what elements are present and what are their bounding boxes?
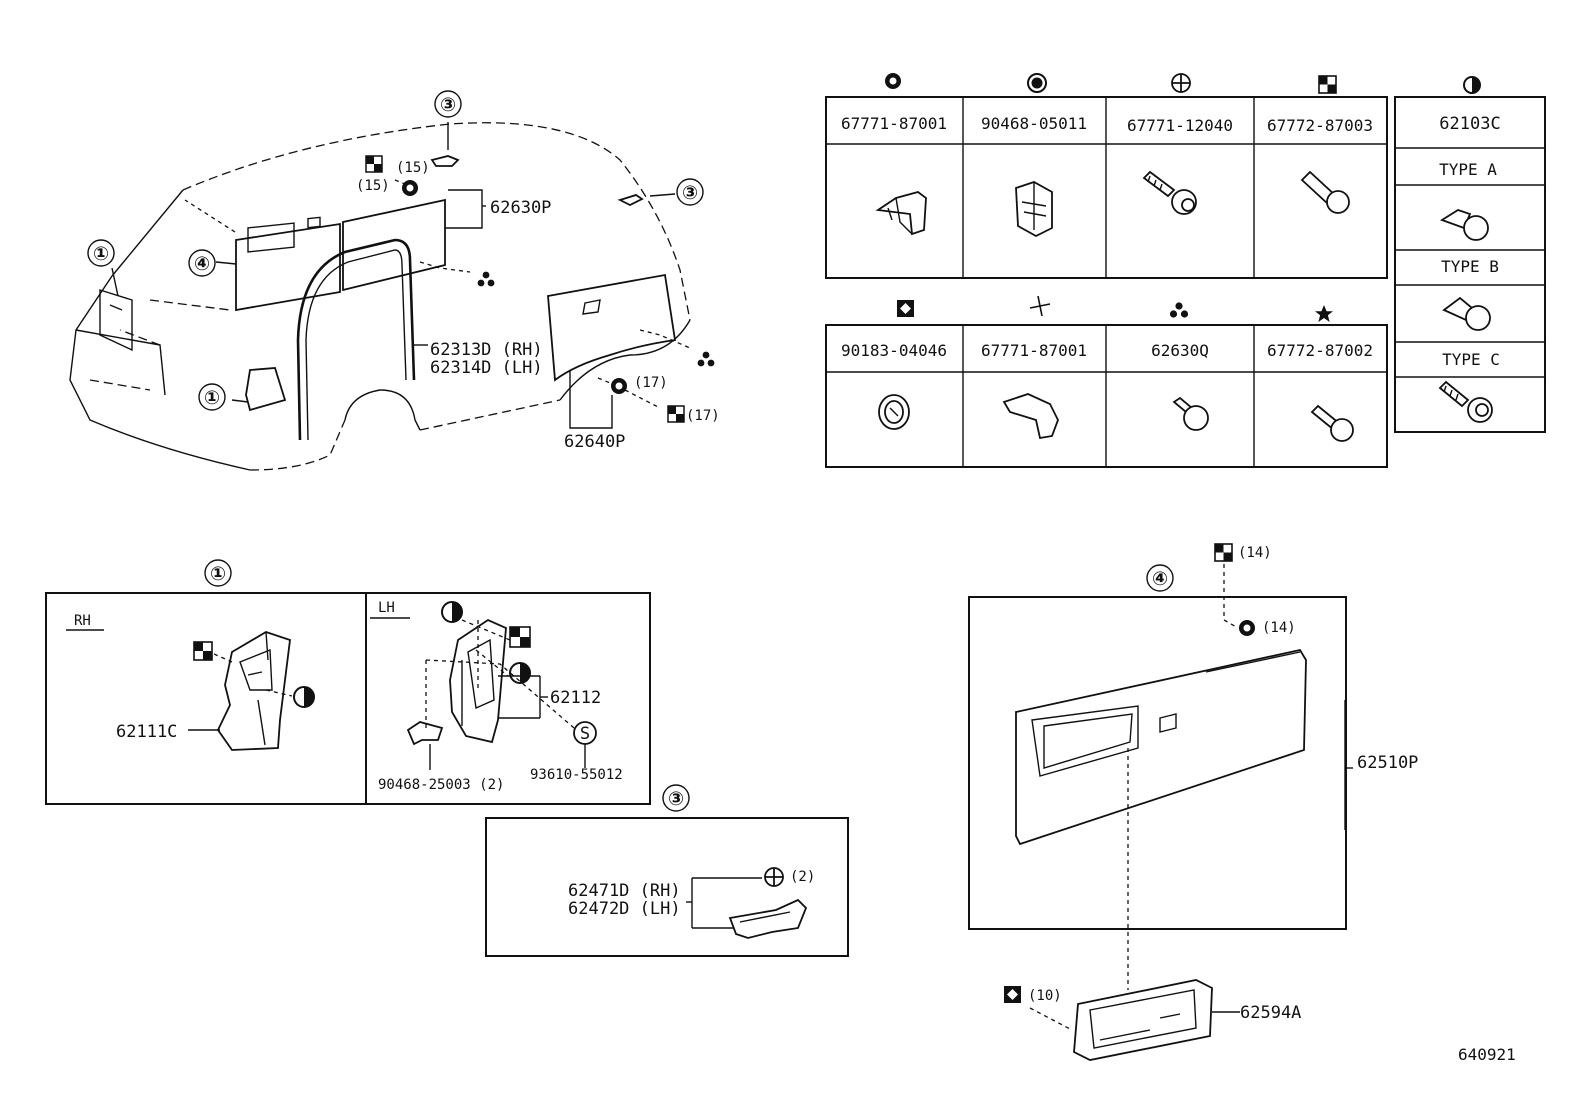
vehicle-overview: ① ① ③ ③ ④ (15) (15) 62630P 62313D (RH) 6… <box>69 90 720 471</box>
clip-part-top-4: 67772-87003 <box>1267 116 1373 135</box>
clip-drawing-type-a <box>1439 209 1489 241</box>
square-diamond-icon <box>897 300 914 317</box>
three-dots-icon <box>697 351 715 367</box>
clip-drawing-90183-04046 <box>878 394 910 430</box>
callout-3-top: ③ <box>440 94 456 116</box>
rh-label: RH <box>74 613 91 629</box>
half-circle-icon <box>441 601 463 623</box>
clip-part-top-1: 67771-87001 <box>841 114 947 133</box>
clip-type-a: TYPE A <box>1439 160 1497 179</box>
checker-square-icon <box>667 405 685 423</box>
ring-dot-icon <box>611 378 627 394</box>
callout-1-upper: ① <box>93 243 109 265</box>
detail-3-qty: (2) <box>790 869 815 885</box>
clip-drawing-type-c <box>1438 380 1493 423</box>
clip-drawing-67771-12040 <box>1142 170 1197 215</box>
checker-square-icon <box>365 155 383 173</box>
star-icon <box>1315 305 1333 322</box>
square-diamond-icon <box>1004 986 1021 1003</box>
checker-square-icon <box>509 626 531 648</box>
lh-label: LH <box>378 600 395 616</box>
clip-part-bottom-3: 62630Q <box>1151 341 1209 360</box>
half-circle-icon <box>509 662 531 684</box>
callout-1-lower: ① <box>204 387 220 409</box>
detail-4-qty-mid: (14) <box>1262 620 1296 636</box>
detail-3-part-lh: 62472D (LH) <box>568 899 681 919</box>
ring-dot-icon <box>402 180 418 196</box>
qty-17-upper: (17) <box>634 375 668 391</box>
label-62640P: 62640P <box>564 432 625 452</box>
detail-4-qty-top: (14) <box>1238 545 1272 561</box>
detail-4-pocket-label: 62594A <box>1240 1003 1301 1023</box>
label-62313D: 62313D (RH) <box>430 340 543 360</box>
clip-part-side: 62103C <box>1439 114 1500 134</box>
clip-part-bottom-4: 67772-87002 <box>1267 341 1373 360</box>
detail-4-panel-label: 62510P <box>1357 753 1418 773</box>
half-circle-icon <box>1463 76 1481 94</box>
detail-1-callout: ① <box>210 563 226 585</box>
clip-type-c: TYPE C <box>1442 350 1500 369</box>
qty-15-upper: (15) <box>396 160 430 176</box>
rh-part-label: 62111C <box>116 722 177 742</box>
clip-drawing-67771-87001-b <box>1002 393 1059 440</box>
detail-3: ③ (2) 62471D (RH) 62472D (LH) <box>485 784 849 957</box>
clip-drawing-67771-87001 <box>875 191 927 236</box>
circle-plus-icon <box>764 867 784 887</box>
pinwheel-icon <box>1029 295 1051 317</box>
label-62630P: 62630P <box>490 198 551 218</box>
three-dots-icon <box>1169 302 1189 318</box>
clip-drawing-90468-05011 <box>1015 181 1053 238</box>
qty-17-lower: (17) <box>686 408 720 424</box>
clip-drawing-type-b <box>1442 296 1491 331</box>
label-62314D: 62314D (LH) <box>430 358 543 378</box>
detail-4: ④ (14) (14) 62510P 62594A (10) <box>968 543 1418 1061</box>
solid-ring-icon <box>1027 73 1047 93</box>
qty-15-lower: (15) <box>356 178 390 194</box>
clip-drawing-67772-87002 <box>1310 404 1354 442</box>
half-circle-icon <box>293 686 315 708</box>
clip-drawing-67772-87003 <box>1300 170 1350 214</box>
detail-3-callout: ③ <box>668 788 684 810</box>
clip-part-top-2: 90468-05011 <box>981 114 1087 133</box>
detail-1: ① RH LH 62111C <box>45 559 651 805</box>
checker-square-icon <box>1318 75 1337 94</box>
ring-dot-icon <box>885 73 901 89</box>
ring-dot-icon <box>1239 620 1255 636</box>
callout-4: ④ <box>194 253 210 275</box>
three-dots-icon <box>477 271 495 287</box>
clip-drawing-62630Q <box>1172 396 1209 431</box>
checker-square-icon <box>193 641 213 661</box>
detail-4-callout: ④ <box>1152 568 1168 590</box>
lh-part-label: 62112 <box>550 688 601 708</box>
clip-reference-table: 67771-87001 90468-05011 67771-12040 6777… <box>825 73 1546 468</box>
circle-plus-icon <box>1171 73 1191 93</box>
detail-3-part-rh: 62471D (RH) <box>568 881 681 901</box>
screw-part-label: 93610-55012 <box>530 767 623 783</box>
clip-part-label: 90468-25003 (2) <box>378 777 504 793</box>
screw-letter: S <box>580 724 590 744</box>
clip-part-top-3: 67771-12040 <box>1127 116 1233 135</box>
clip-part-bottom-1: 90183-04046 <box>841 341 947 360</box>
callout-3-right: ③ <box>682 182 698 204</box>
clip-part-bottom-2: 67771-87001 <box>981 341 1087 360</box>
detail-4-qty-pocket: (10) <box>1028 988 1062 1004</box>
checker-square-icon <box>1214 543 1233 562</box>
diagram-code: 640921 <box>1458 1045 1516 1064</box>
clip-type-b: TYPE B <box>1441 257 1499 276</box>
